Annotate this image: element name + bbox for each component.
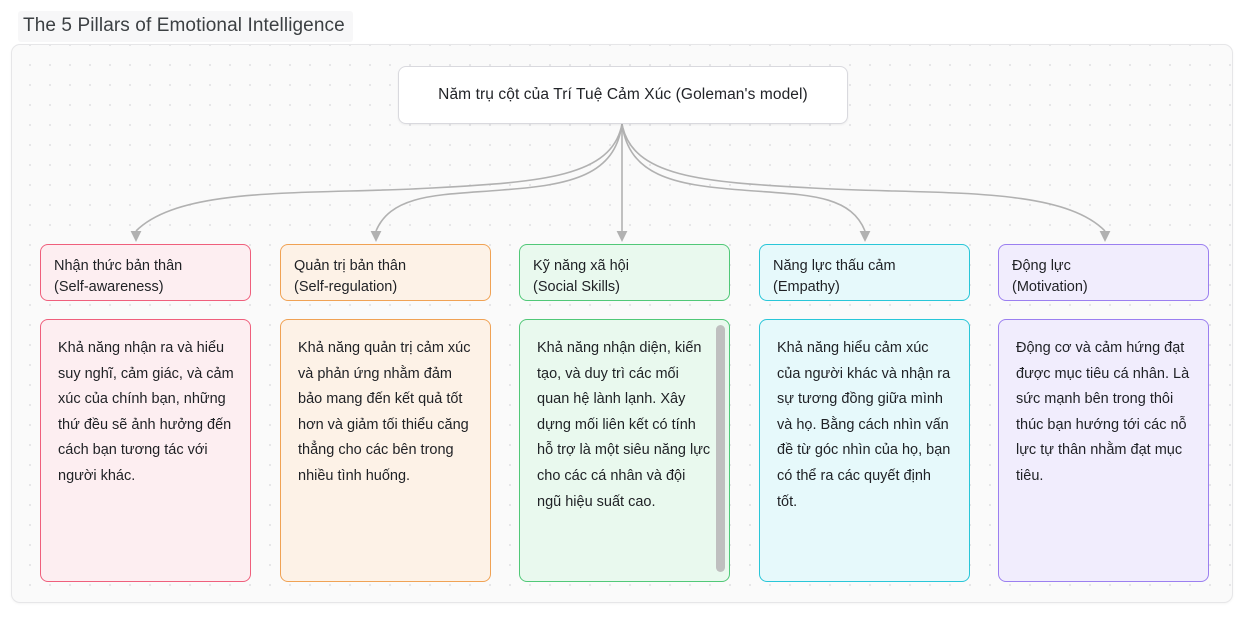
pillar-header-title: Năng lực thấu cảm [773, 257, 896, 274]
pillar-header-subtitle: (Motivation) [1012, 278, 1088, 295]
edge-to-pillar-2 [370, 123, 623, 242]
edge-to-pillar-5 [621, 123, 1111, 242]
pillar-header-subtitle: (Empathy) [773, 278, 840, 295]
pillar-header-title: Quản trị bản thân [294, 257, 407, 274]
pillar-body-social-skills[interactable]: Khả năng nhận diện, kiến tạo, và duy trì… [519, 319, 730, 582]
pillar-body-motivation[interactable]: Động cơ và cảm hứng đạt được mục tiêu cá… [998, 319, 1209, 582]
pillar-header-title: Kỹ năng xã hội [533, 257, 629, 274]
pillar-column-empathy: Năng lực thấu cảm (Empathy) Khả năng hiể… [759, 244, 970, 582]
pillar-body-text: Động cơ và cảm hứng đạt được mục tiêu cá… [1016, 340, 1190, 484]
root-node[interactable]: Năm trụ cột của Trí Tuệ Cảm Xúc (Goleman… [398, 66, 848, 124]
edge-to-pillar-1 [130, 123, 623, 242]
pillar-header-empathy[interactable]: Năng lực thấu cảm (Empathy) [759, 244, 970, 301]
edge-to-pillar-4 [621, 123, 871, 242]
scrollbar-thumb[interactable] [716, 325, 725, 572]
pillar-header-subtitle: (Self-regulation) [294, 278, 398, 295]
pillar-body-text: Khả năng quản trị cảm xúc và phản ứng nh… [298, 340, 471, 484]
pillar-body-text: Khả năng nhận diện, kiến tạo, và duy trì… [537, 340, 711, 510]
pillar-header-title: Động lực [1012, 257, 1071, 274]
pillar-body-empathy[interactable]: Khả năng hiểu cảm xúc của người khác và … [759, 319, 970, 582]
pillar-body-self-regulation[interactable]: Khả năng quản trị cảm xúc và phản ứng nh… [280, 319, 491, 582]
pillar-header-motivation[interactable]: Động lực (Motivation) [998, 244, 1209, 301]
page-title: The 5 Pillars of Emotional Intelligence [18, 11, 353, 42]
pillar-header-self-awareness[interactable]: Nhận thức bản thân (Self-awareness) [40, 244, 251, 301]
root-node-label: Năm trụ cột của Trí Tuệ Cảm Xúc (Goleman… [438, 86, 808, 103]
pillar-body-text: Khả năng hiểu cảm xúc của người khác và … [777, 340, 951, 510]
pillar-header-social-skills[interactable]: Kỹ năng xã hội (Social Skills) [519, 244, 730, 301]
pillar-header-self-regulation[interactable]: Quản trị bản thân (Self-regulation) [280, 244, 491, 301]
pillar-body-self-awareness[interactable]: Khả năng nhận ra và hiểu suy nghĩ, cảm g… [40, 319, 251, 582]
pillar-column-social-skills: Kỹ năng xã hội (Social Skills) Khả năng … [519, 244, 730, 582]
pillar-header-subtitle: (Self-awareness) [54, 278, 164, 295]
pillar-body-scrollbar[interactable] [716, 325, 725, 578]
pillar-column-motivation: Động lực (Motivation) Động cơ và cảm hứn… [998, 244, 1209, 582]
edge-to-pillar-3 [616, 124, 628, 242]
pillar-column-self-awareness: Nhận thức bản thân (Self-awareness) Khả … [40, 244, 251, 582]
pillar-body-text: Khả năng nhận ra và hiểu suy nghĩ, cảm g… [58, 340, 234, 484]
diagram-canvas[interactable]: Năm trụ cột của Trí Tuệ Cảm Xúc (Goleman… [11, 44, 1233, 603]
pillar-column-self-regulation: Quản trị bản thân (Self-regulation) Khả … [280, 244, 491, 582]
pillar-header-title: Nhận thức bản thân [54, 257, 183, 274]
pillar-header-subtitle: (Social Skills) [533, 278, 621, 295]
